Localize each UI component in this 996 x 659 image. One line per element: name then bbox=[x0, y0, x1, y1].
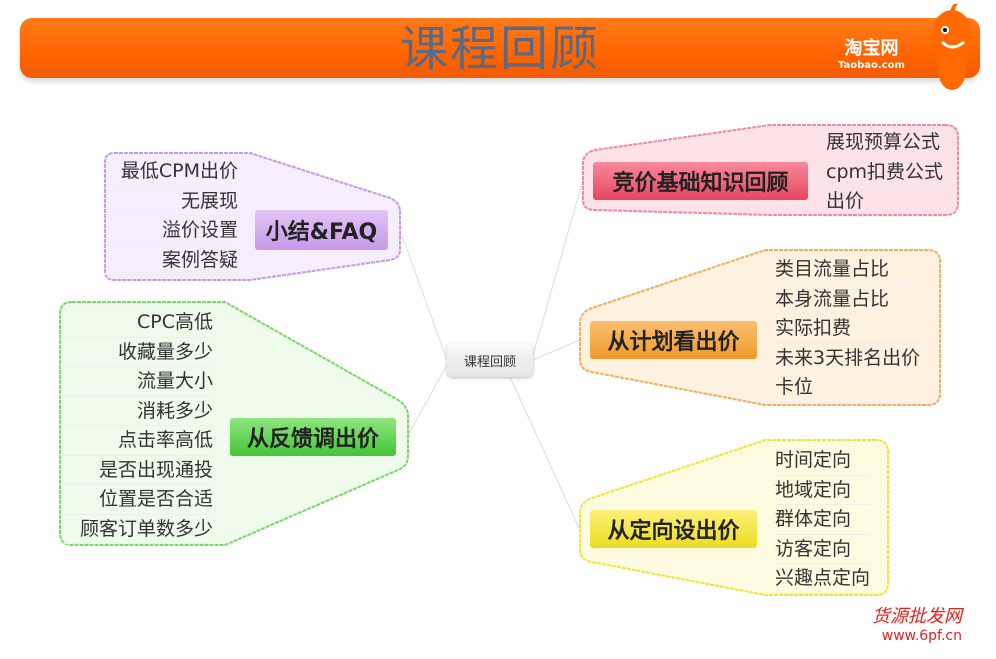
connector bbox=[399, 229, 448, 361]
title-banner: 课程回顾 bbox=[20, 18, 980, 78]
list-item: CPC高低 bbox=[60, 308, 213, 338]
list-item: 是否出现通投 bbox=[60, 456, 213, 485]
list-item: 溢价设置 bbox=[105, 216, 238, 246]
list-item: 最低CPM出价 bbox=[105, 157, 238, 187]
list-item: 出价 bbox=[826, 187, 944, 217]
list-item: 地域定向 bbox=[775, 476, 871, 505]
connector bbox=[509, 376, 581, 531]
center-node[interactable]: 课程回顾 bbox=[447, 343, 533, 377]
logo-text-en: Taobao.com bbox=[838, 60, 905, 71]
connector bbox=[407, 364, 448, 436]
branch-label-targeting[interactable]: 从定向设出价 bbox=[590, 510, 757, 548]
list-item: 时间定向 bbox=[775, 446, 871, 476]
watermark-url: www.6pf.cn bbox=[881, 628, 962, 644]
watermark-title: 货源批发网 bbox=[872, 606, 962, 627]
branch-label-plan[interactable]: 从计划看出价 bbox=[590, 321, 757, 359]
list-item: 卡位 bbox=[775, 373, 921, 403]
list-item: 点击率高低 bbox=[60, 426, 213, 456]
page-title: 课程回顾 bbox=[399, 21, 600, 77]
branch-items-plan: 类目流量占比 本身流量占比 实际扣费 未来3天排名出价 卡位 bbox=[775, 255, 921, 403]
branch-label-summary[interactable]: 小结&FAQ bbox=[255, 210, 388, 250]
branch-label-feedback[interactable]: 从反馈调出价 bbox=[230, 418, 396, 456]
branch-items-basics: 展现预算公式 cpm扣费公式 出价 bbox=[826, 128, 944, 217]
list-item: 兴趣点定向 bbox=[775, 564, 871, 594]
list-item: 类目流量占比 bbox=[775, 255, 921, 285]
branch-items-feedback: CPC高低 收藏量多少 流量大小 消耗多少 点击率高低 是否出现通投 位置是否合… bbox=[60, 308, 213, 544]
logo-text-cn: 淘宝网 bbox=[844, 38, 899, 59]
branch-shape-plan bbox=[579, 249, 941, 406]
connector bbox=[532, 179, 584, 356]
list-item: 收藏量多少 bbox=[60, 338, 213, 367]
list-item: 展现预算公式 bbox=[826, 128, 944, 158]
list-item: 流量大小 bbox=[60, 367, 213, 397]
mascot-icon bbox=[932, 3, 972, 90]
list-item: 顾客订单数多少 bbox=[60, 515, 213, 544]
list-item: 位置是否合适 bbox=[60, 485, 213, 515]
branch-items-summary: 最低CPM出价 无展现 溢价设置 案例答疑 bbox=[105, 157, 238, 275]
list-item: 无展现 bbox=[105, 187, 238, 216]
branch-items-targeting: 时间定向 地域定向 群体定向 访客定向 兴趣点定向 bbox=[775, 446, 871, 594]
list-item: 案例答疑 bbox=[105, 246, 238, 275]
branch-label-basics[interactable]: 竞价基础知识回顾 bbox=[593, 162, 808, 200]
list-item: 本身流量占比 bbox=[775, 285, 921, 314]
list-item: 消耗多少 bbox=[60, 397, 213, 426]
list-item: cpm扣费公式 bbox=[826, 158, 944, 187]
list-item: 访客定向 bbox=[775, 535, 871, 564]
connector bbox=[532, 339, 581, 361]
list-item: 群体定向 bbox=[775, 505, 871, 535]
list-item: 实际扣费 bbox=[775, 314, 921, 344]
watermark: 货源批发网 www.6pf.cn bbox=[872, 602, 962, 644]
taobao-logo: 淘宝网 Taobao.com bbox=[838, 34, 905, 71]
list-item: 未来3天排名出价 bbox=[775, 344, 921, 373]
